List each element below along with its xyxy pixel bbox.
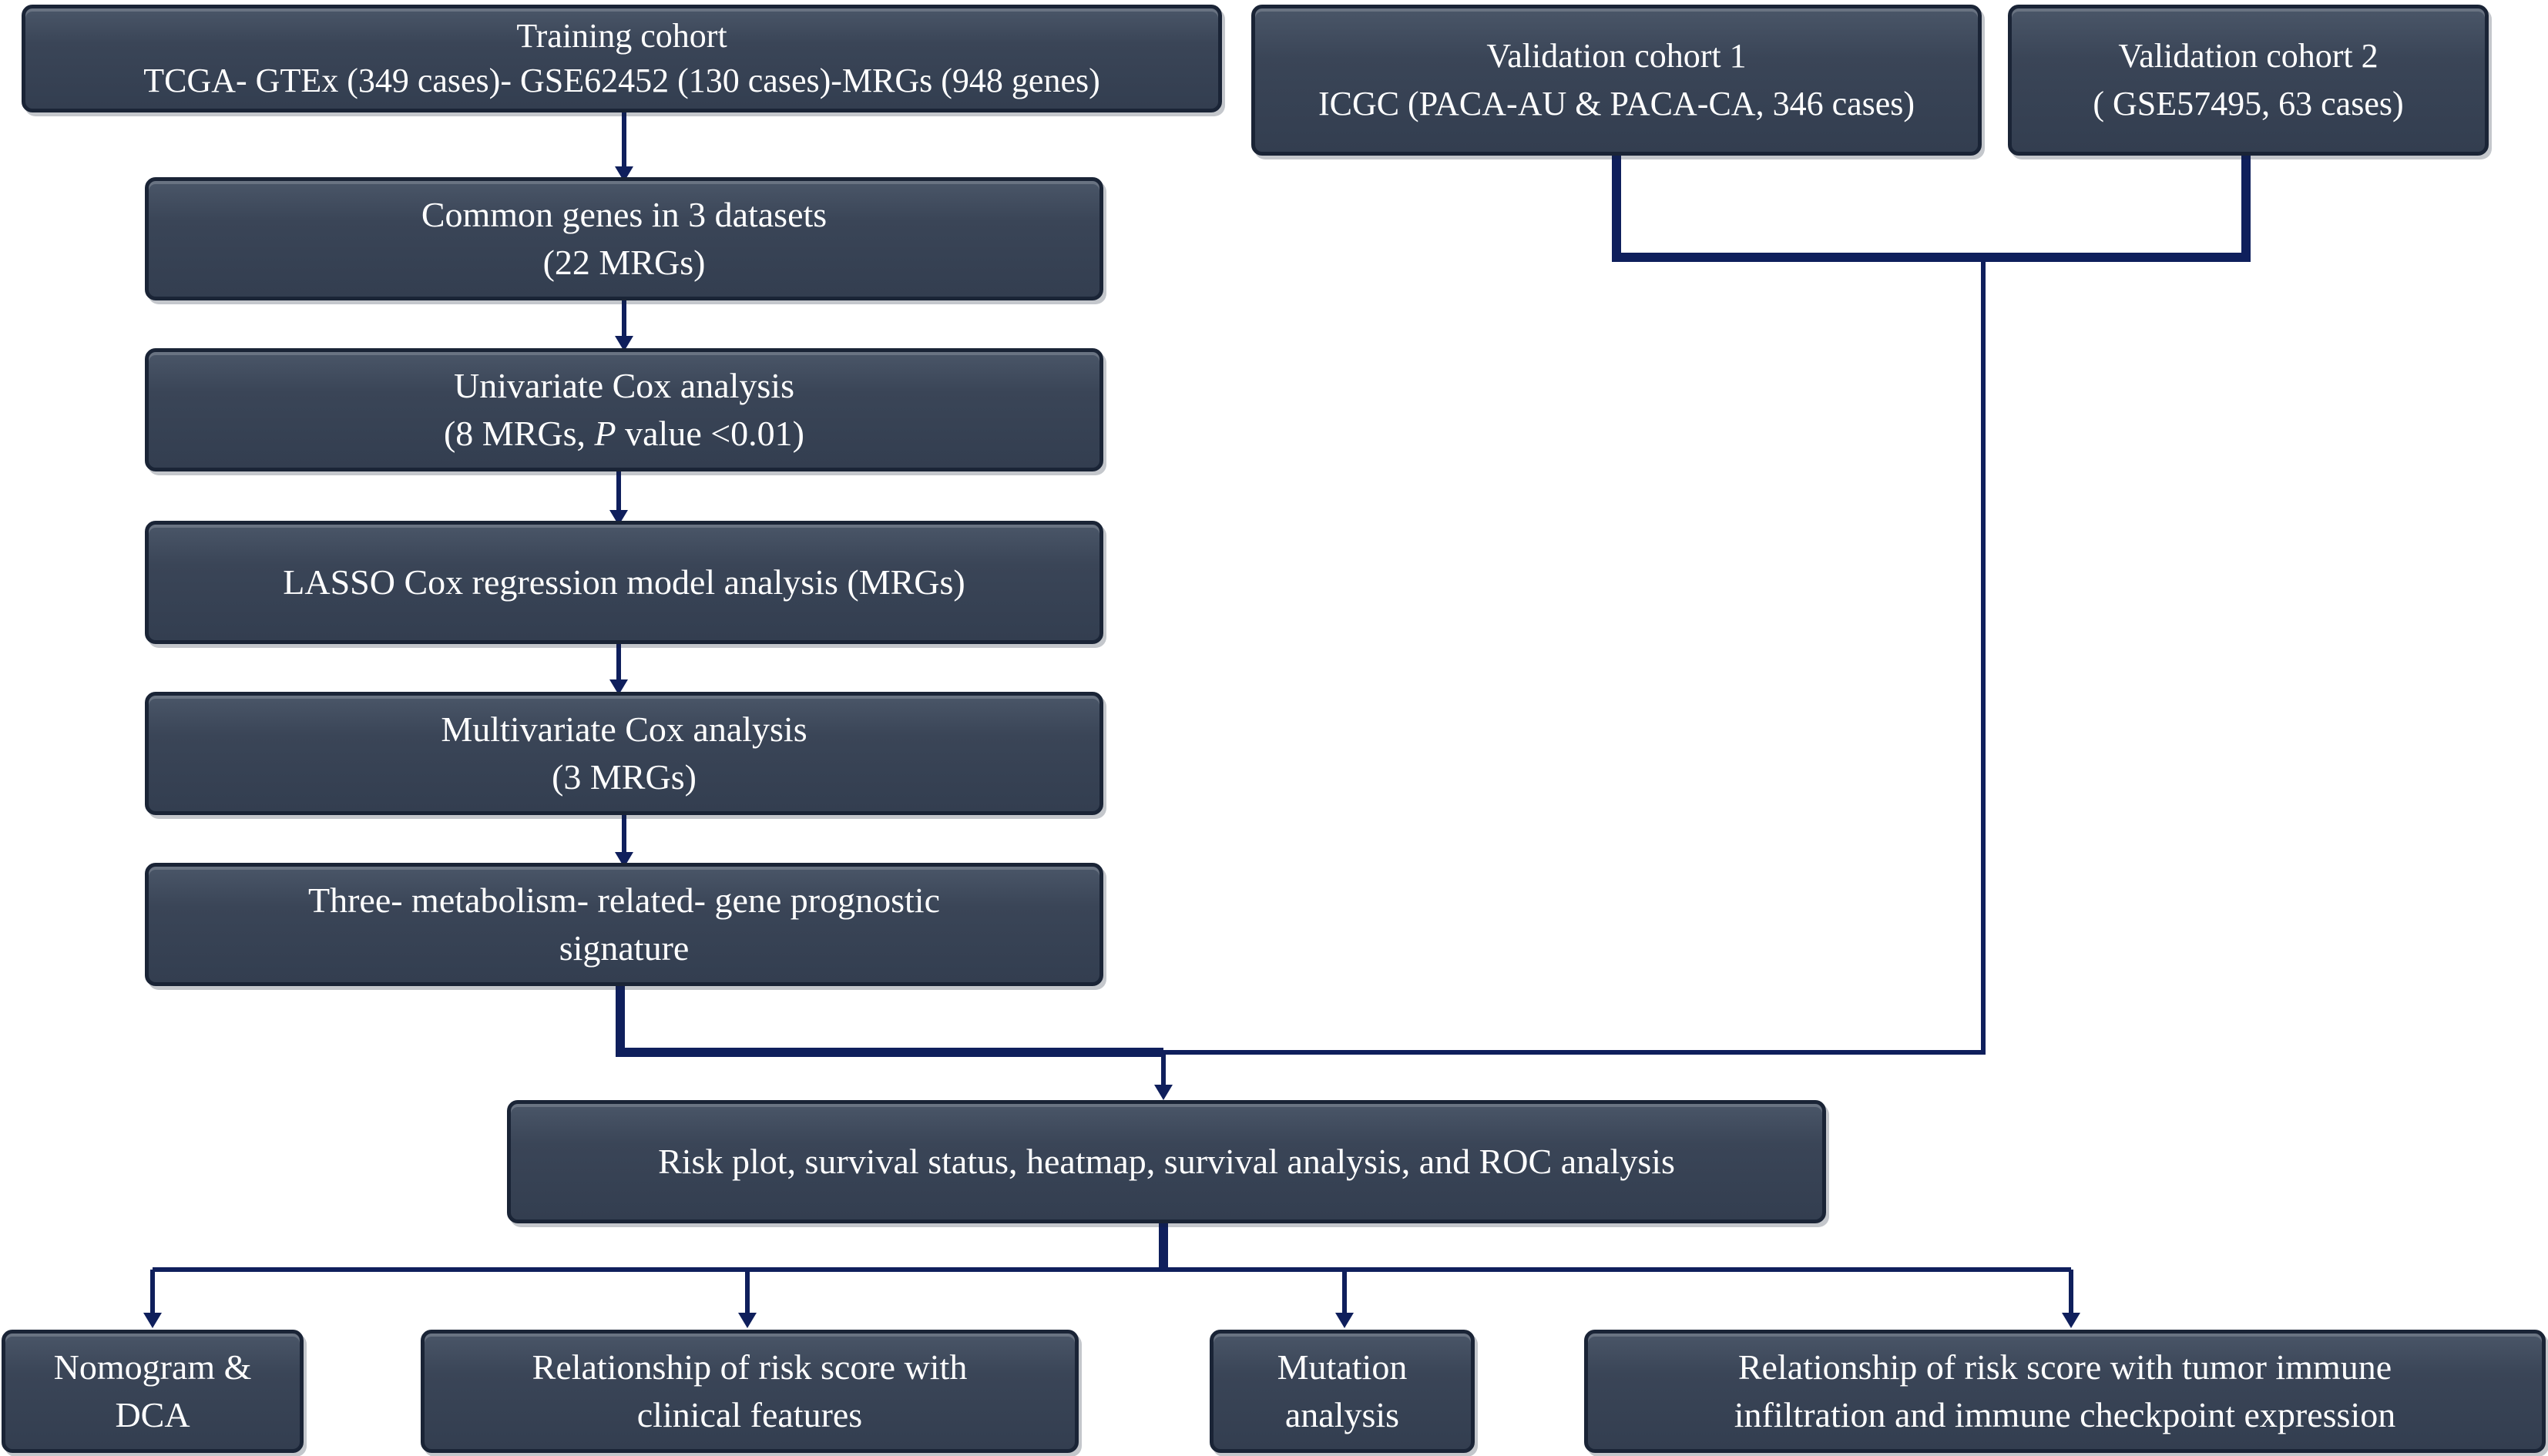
lasso-cox-title: LASSO Cox regression model analysis (MRG…: [283, 562, 965, 602]
arrowhead-univariate: [615, 336, 633, 351]
risk-plot-title: Risk plot, survival status, heatmap, sur…: [658, 1142, 1675, 1181]
arrowhead-mutation: [1335, 1313, 1354, 1328]
training-cohort-box: Training cohort TCGA- GTEx (349 cases)- …: [22, 5, 1222, 112]
training-cohort-title: Training cohort: [516, 17, 727, 55]
arrowhead-multivariate: [609, 679, 628, 695]
univariate-cox-detail: (8 MRGs, P value <0.01): [444, 410, 804, 458]
signature-join: [616, 985, 1163, 1057]
arrowhead-immune: [2062, 1313, 2080, 1328]
arrowhead-signature: [615, 852, 633, 867]
prognostic-signature-box: Three- metabolism- related- gene prognos…: [145, 863, 1103, 986]
univariate-detail-prefix: (8 MRGs,: [443, 414, 595, 453]
nomogram-detail: DCA: [115, 1395, 190, 1434]
arrowhead-lasso: [609, 510, 628, 525]
validation-cohort-1-title: Validation cohort 1: [1486, 37, 1747, 75]
arrowhead-nomogram: [143, 1313, 162, 1328]
arrowhead-risk-plot: [1154, 1085, 1173, 1100]
arrowhead-common: [615, 166, 633, 182]
nomogram-title: Nomogram &: [53, 1347, 252, 1387]
lasso-cox-box: LASSO Cox regression model analysis (MRG…: [145, 521, 1103, 644]
clinical-features-detail: clinical features: [636, 1395, 863, 1434]
immune-infiltration-detail: infiltration and immune checkpoint expre…: [1734, 1395, 2396, 1434]
clinical-features-title: Relationship of risk score with: [532, 1347, 968, 1387]
univariate-cox-box: Univariate Cox analysis (8 MRGs, P value…: [145, 348, 1103, 471]
multivariate-cox-detail: (3 MRGs): [552, 757, 697, 797]
common-genes-detail: (22 MRGs): [542, 243, 706, 282]
validation-to-main: [1163, 257, 1986, 1055]
mutation-analysis-box: Mutation analysis: [1210, 1330, 1475, 1453]
prognostic-signature-detail: signature: [559, 928, 690, 968]
risk-plot-box: Risk plot, survival status, heatmap, sur…: [507, 1100, 1826, 1223]
validation-cohort-1-box: Validation cohort 1 ICGC (PACA-AU & PACA…: [1251, 5, 1982, 156]
multivariate-cox-box: Multivariate Cox analysis (3 MRGs): [145, 692, 1103, 815]
common-genes-box: Common genes in 3 datasets (22 MRGs): [145, 177, 1103, 300]
validation-cohort-1-detail: ICGC (PACA-AU & PACA-CA, 346 cases): [1318, 85, 1915, 122]
training-cohort-detail: TCGA- GTEx (349 cases)- GSE62452 (130 ca…: [143, 62, 1100, 99]
validation-cohort-2-title: Validation cohort 2: [2118, 37, 2378, 75]
validation-cohort-2-detail: ( GSE57495, 63 cases): [2093, 85, 2404, 122]
univariate-detail-suffix: value <0.01): [616, 414, 804, 453]
immune-infiltration-title: Relationship of risk score with tumor im…: [1737, 1347, 2392, 1387]
nomogram-box: Nomogram & DCA: [2, 1330, 304, 1453]
validation-cohort-2-box: Validation cohort 2 ( GSE57495, 63 cases…: [2008, 5, 2489, 156]
immune-infiltration-box: Relationship of risk score with tumor im…: [1584, 1330, 2546, 1453]
validation-join: [1612, 153, 2251, 262]
arrowhead-clinical: [738, 1313, 757, 1328]
univariate-cox-title: Univariate Cox analysis: [453, 366, 794, 405]
clinical-features-box: Relationship of risk score with clinical…: [421, 1330, 1079, 1453]
mutation-analysis-detail: analysis: [1284, 1395, 1400, 1434]
multivariate-cox-title: Multivariate Cox analysis: [441, 710, 807, 749]
prognostic-signature-title: Three- metabolism- related- gene prognos…: [307, 881, 940, 920]
common-genes-title: Common genes in 3 datasets: [421, 195, 828, 234]
mutation-analysis-title: Mutation: [1277, 1347, 1408, 1387]
univariate-p-symbol: P: [594, 414, 616, 453]
